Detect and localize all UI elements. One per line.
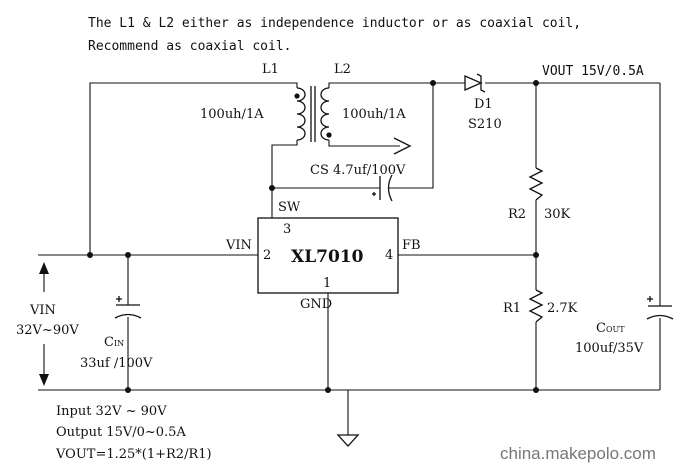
vout-label: VOUT 15V/0.5A <box>542 64 644 79</box>
capacitor-cout <box>646 296 674 320</box>
ic-pin-3: 3 <box>283 222 291 237</box>
vin-range: 32V~90V <box>16 323 79 338</box>
cout-value: 100uf/35V <box>575 341 644 356</box>
cin-name: CIN <box>104 335 124 350</box>
l1-value: 100uh/1A <box>200 107 264 122</box>
l2-value: 100uh/1A <box>342 107 406 122</box>
ground-icon <box>336 434 360 447</box>
wires <box>38 82 661 435</box>
l2-name: L2 <box>334 62 351 77</box>
ic-pin-2: 2 <box>263 248 271 263</box>
ic-sw-label: SW <box>278 200 301 215</box>
spec-formula: VOUT=1.25*(1+R2/R1) <box>55 447 212 462</box>
vin-name: VIN <box>29 303 56 318</box>
watermark: china.makepolo.com <box>500 444 656 463</box>
cs-label: CS 4.7uf/100V <box>310 163 406 178</box>
capacitor-cin <box>114 296 142 319</box>
capacitor-cs <box>372 174 393 202</box>
d1-name: D1 <box>474 97 493 112</box>
spec-input: Input 32V ~ 90V <box>56 404 167 419</box>
r1-name: R1 <box>503 301 521 316</box>
l1-name: L1 <box>262 62 279 77</box>
ic-vin-label: VIN <box>225 238 252 253</box>
ic-xl7010 <box>257 217 399 294</box>
d1-part: S210 <box>468 117 502 132</box>
r2-value: 30K <box>544 207 571 222</box>
spec-output: Output 15V/0~0.5A <box>56 425 186 440</box>
ic-gnd-label: GND <box>300 297 332 312</box>
ic-part-name: XL7010 <box>291 247 364 267</box>
ic-pin-1: 1 <box>323 276 331 291</box>
resistor-r2 <box>528 167 544 201</box>
resistor-r1 <box>528 289 544 323</box>
cout-name: COUT <box>596 321 625 336</box>
inductor-l2 <box>320 87 412 155</box>
note-line-1: The L1 & L2 either as independence induc… <box>88 16 581 31</box>
cin-value: 33uf /100V <box>80 356 153 371</box>
ic-fb-label: FB <box>402 238 421 253</box>
ic-pin-4: 4 <box>385 248 393 263</box>
r2-name: R2 <box>508 207 526 222</box>
inductor-l1 <box>296 86 316 142</box>
junction-dots <box>87 80 539 393</box>
r1-value: 2.7K <box>547 301 578 316</box>
vin-arrow <box>39 262 49 386</box>
diode-d1 <box>464 73 486 93</box>
note-line-2: Recommend as coaxial coil. <box>88 39 292 54</box>
